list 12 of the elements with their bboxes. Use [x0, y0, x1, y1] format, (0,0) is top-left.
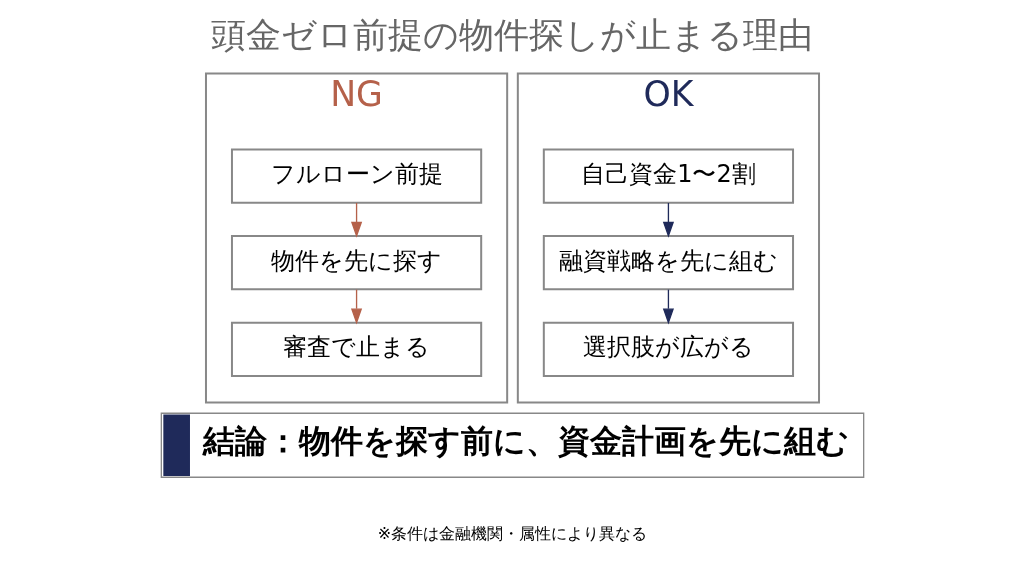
- arrow: [662, 202, 674, 238]
- node-box: 選択肢が広がる: [542, 321, 794, 377]
- node-box: 物件を先に探す: [230, 235, 482, 291]
- node-box: 自己資金1〜2割: [542, 148, 794, 204]
- label: ※条件は金融機関・属性により異なる: [377, 523, 647, 543]
- arrow: [662, 289, 674, 325]
- node-box: フルローン前提: [230, 148, 482, 204]
- node-box: 融資戦略を先に組む: [542, 235, 794, 291]
- node-box: 審査で止まる: [230, 321, 482, 377]
- arrow: [350, 202, 362, 238]
- arrow: [350, 289, 362, 325]
- diagram-title: 頭金ゼロ前提の物件探しが止まる理由: [211, 14, 813, 55]
